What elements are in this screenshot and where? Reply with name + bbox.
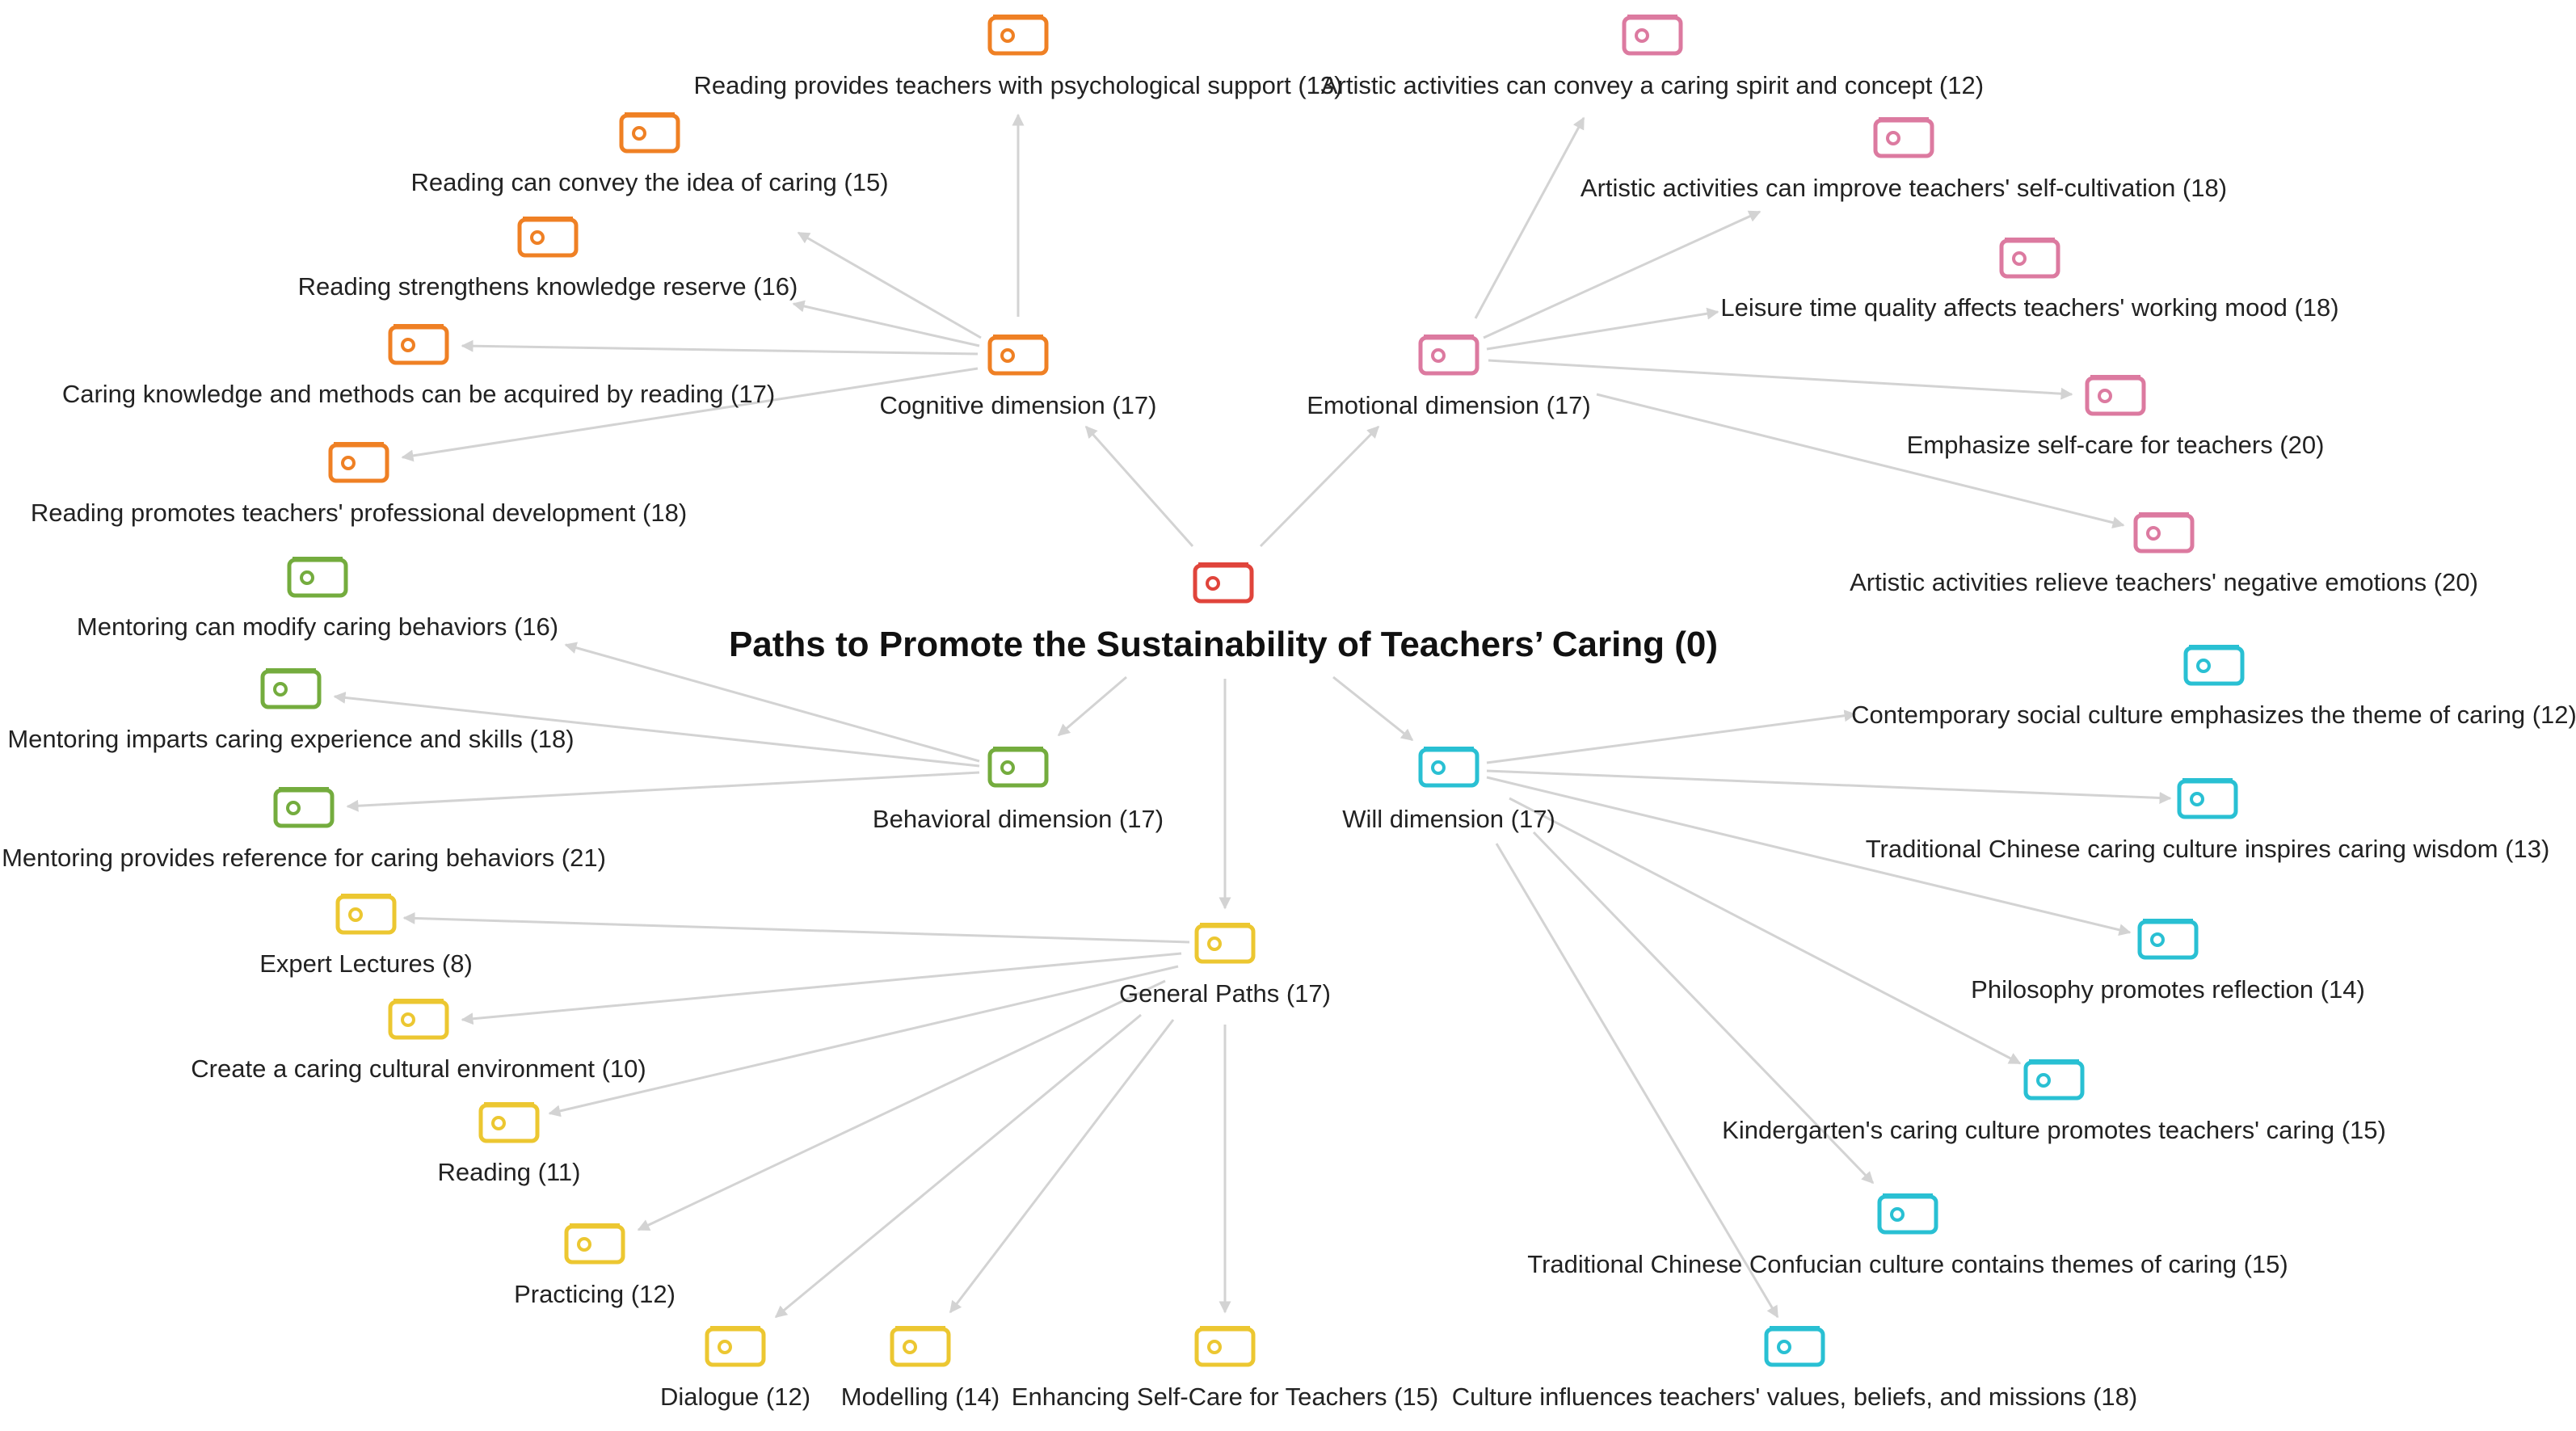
cognitive-item-label: Reading strengthens knowledge reserve (1… <box>298 272 798 301</box>
will-item-tag-icon <box>2183 645 2245 686</box>
emotional-item-label: Artistic activities can convey a caring … <box>1321 71 1984 99</box>
cognitive-item-tag-icon <box>987 15 1049 56</box>
cognitive-item-label: Reading promotes teachers' professional … <box>31 499 687 527</box>
general-item-tag-icon <box>890 1326 951 1367</box>
edge-root-to-behavioral <box>1057 676 1127 737</box>
general-dimension-tag-icon <box>1194 923 1256 964</box>
cognitive-item-tag-icon <box>517 217 579 258</box>
general-item-label: Dialogue (12) <box>660 1383 810 1411</box>
emotional-item-label: Leisure time quality affects teachers' w… <box>1720 293 2338 322</box>
emotional-item-tag-icon <box>1622 15 1683 56</box>
cognitive-dimension-label: Cognitive dimension (17) <box>880 391 1157 419</box>
behavioral-dimension-tag-icon <box>987 747 1049 788</box>
general-item-label: Enhancing Self-Care for Teachers (15) <box>1012 1383 1438 1411</box>
general-item-label: Create a caring cultural environment (10… <box>191 1054 646 1083</box>
will-item-label: Contemporary social culture emphasizes t… <box>1851 701 2576 729</box>
emotional-item-tag-icon <box>2133 512 2195 553</box>
edge-emotional-3 <box>1488 359 2073 400</box>
nodes: Paths to Promote the Sustainability of T… <box>2 15 2576 1411</box>
general-dimension-label: General Paths (17) <box>1119 979 1331 1008</box>
edge-behavioral-0 <box>564 642 980 763</box>
edge-cognitive-4 <box>401 367 979 462</box>
will-item-label: Philosophy promotes reflection (14) <box>1971 975 2365 1004</box>
emotional-item-label: Artistic activities can improve teachers… <box>1581 174 2227 202</box>
edge-will-5 <box>1495 843 1779 1319</box>
general-item-tag-icon <box>478 1102 540 1143</box>
behavioral-item-tag-icon <box>260 668 322 709</box>
edge-behavioral-1 <box>333 691 980 768</box>
edge-general-0 <box>402 911 1190 944</box>
will-item-tag-icon <box>1764 1326 1825 1367</box>
edge-will-1 <box>1486 769 2172 804</box>
cognitive-item-tag-icon <box>619 112 680 154</box>
cognitive-item-label: Reading provides teachers with psycholog… <box>694 71 1343 99</box>
cognitive-item-tag-icon <box>388 324 449 365</box>
behavioral-item-tag-icon <box>287 557 348 598</box>
will-item-label: Traditional Chinese Confucian culture co… <box>1527 1250 2288 1278</box>
edge-will-4 <box>1532 831 1875 1185</box>
general-item-tag-icon <box>564 1223 625 1265</box>
emotional-dimension-label: Emotional dimension (17) <box>1307 391 1591 419</box>
general-item-label: Expert Lectures (8) <box>259 949 473 978</box>
emotional-item-tag-icon <box>1999 238 2060 279</box>
will-item-label: Traditional Chinese caring culture inspi… <box>1866 835 2550 863</box>
edge-emotional-2 <box>1486 307 1719 351</box>
edge-general-5 <box>949 1019 1175 1314</box>
general-item-label: Reading (11) <box>438 1158 581 1186</box>
behavioral-item-label: Mentoring imparts caring experience and … <box>7 725 574 753</box>
edge-root-to-cognitive <box>1084 425 1194 547</box>
general-item-tag-icon <box>1194 1326 1256 1367</box>
emotional-item-tag-icon <box>1873 117 1934 158</box>
will-dimension-label: Will dimension (17) <box>1342 805 1555 833</box>
edge-general-4 <box>774 1013 1142 1319</box>
will-item-tag-icon <box>2177 778 2238 819</box>
behavioral-item-tag-icon <box>273 787 335 828</box>
edge-emotional-4 <box>1596 393 2125 529</box>
emotional-item-label: Emphasize self-care for teachers (20) <box>1907 431 2325 459</box>
will-item-tag-icon <box>2137 919 2199 960</box>
cognitive-item-label: Caring knowledge and methods can be acqu… <box>62 380 775 408</box>
emotional-dimension-tag-icon <box>1418 335 1480 376</box>
emotional-item-label: Artistic activities relieve teachers' ne… <box>1850 568 2478 596</box>
general-item-tag-icon <box>335 894 397 935</box>
edge-general-2 <box>548 965 1179 1117</box>
edge-will-0 <box>1486 709 1857 764</box>
edge-general-3 <box>637 979 1166 1231</box>
edge-cognitive-3 <box>461 339 979 356</box>
edge-behavioral-2 <box>346 771 980 812</box>
edge-root-to-emotional <box>1259 425 1380 548</box>
edge-will-2 <box>1486 776 2132 936</box>
cognitive-item-label: Reading can convey the idea of caring (1… <box>410 168 888 196</box>
edge-will-3 <box>1509 797 2022 1065</box>
edge-root-to-will <box>1332 676 1414 742</box>
will-item-tag-icon <box>1877 1193 1938 1235</box>
behavioral-item-label: Mentoring can modify caring behaviors (1… <box>77 612 558 641</box>
edge-emotional-1 <box>1483 210 1762 339</box>
will-dimension-tag-icon <box>1418 747 1480 788</box>
cognitive-item-tag-icon <box>328 442 389 483</box>
edge-cognitive-2 <box>792 300 980 347</box>
general-item-label: Modelling (14) <box>841 1383 1000 1411</box>
behavioral-dimension-label: Behavioral dimension (17) <box>873 805 1164 833</box>
edge-emotional-0 <box>1474 116 1585 319</box>
will-item-tag-icon <box>2023 1059 2085 1101</box>
cognitive-dimension-tag-icon <box>987 335 1049 376</box>
will-item-label: Kindergarten's caring culture promotes t… <box>1722 1116 2386 1144</box>
edge-cognitive-1 <box>797 231 982 339</box>
general-item-tag-icon <box>705 1326 766 1367</box>
root-node-label: Paths to Promote the Sustainability of T… <box>729 625 1718 664</box>
edge-general-1 <box>461 952 1182 1025</box>
will-item-label: Culture influences teachers' values, bel… <box>1452 1383 2138 1411</box>
general-item-label: Practicing (12) <box>514 1280 676 1308</box>
edges <box>333 113 2172 1319</box>
general-item-tag-icon <box>388 999 449 1040</box>
root-tag-icon <box>1193 562 1254 604</box>
behavioral-item-label: Mentoring provides reference for caring … <box>2 844 606 872</box>
emotional-item-tag-icon <box>2085 375 2146 416</box>
